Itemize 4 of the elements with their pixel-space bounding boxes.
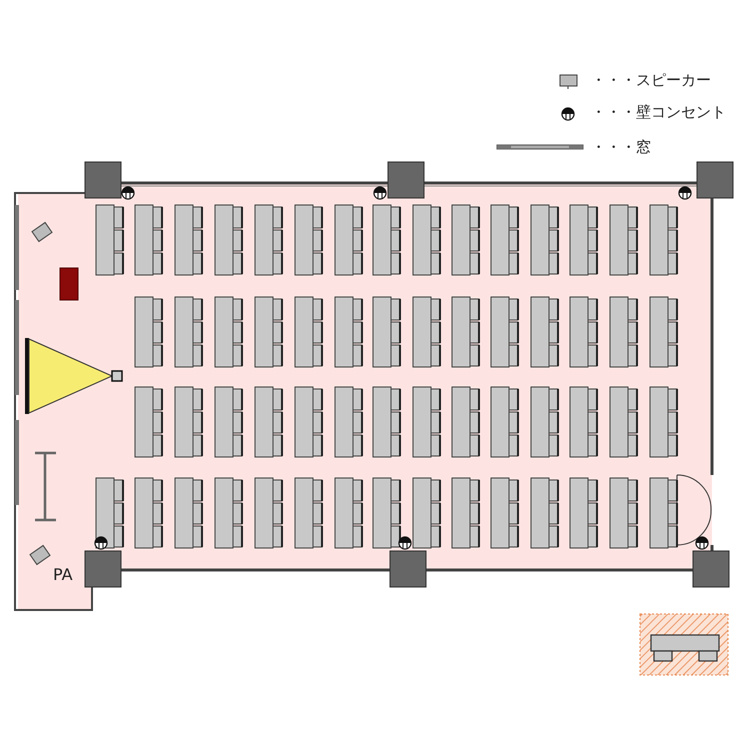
legend-text: ・・・窓 bbox=[591, 138, 651, 157]
legend-text: ・・・壁コンセント bbox=[591, 103, 726, 122]
legend-text: ・・・スピーカー bbox=[591, 71, 711, 90]
area-label: PA bbox=[53, 565, 73, 584]
